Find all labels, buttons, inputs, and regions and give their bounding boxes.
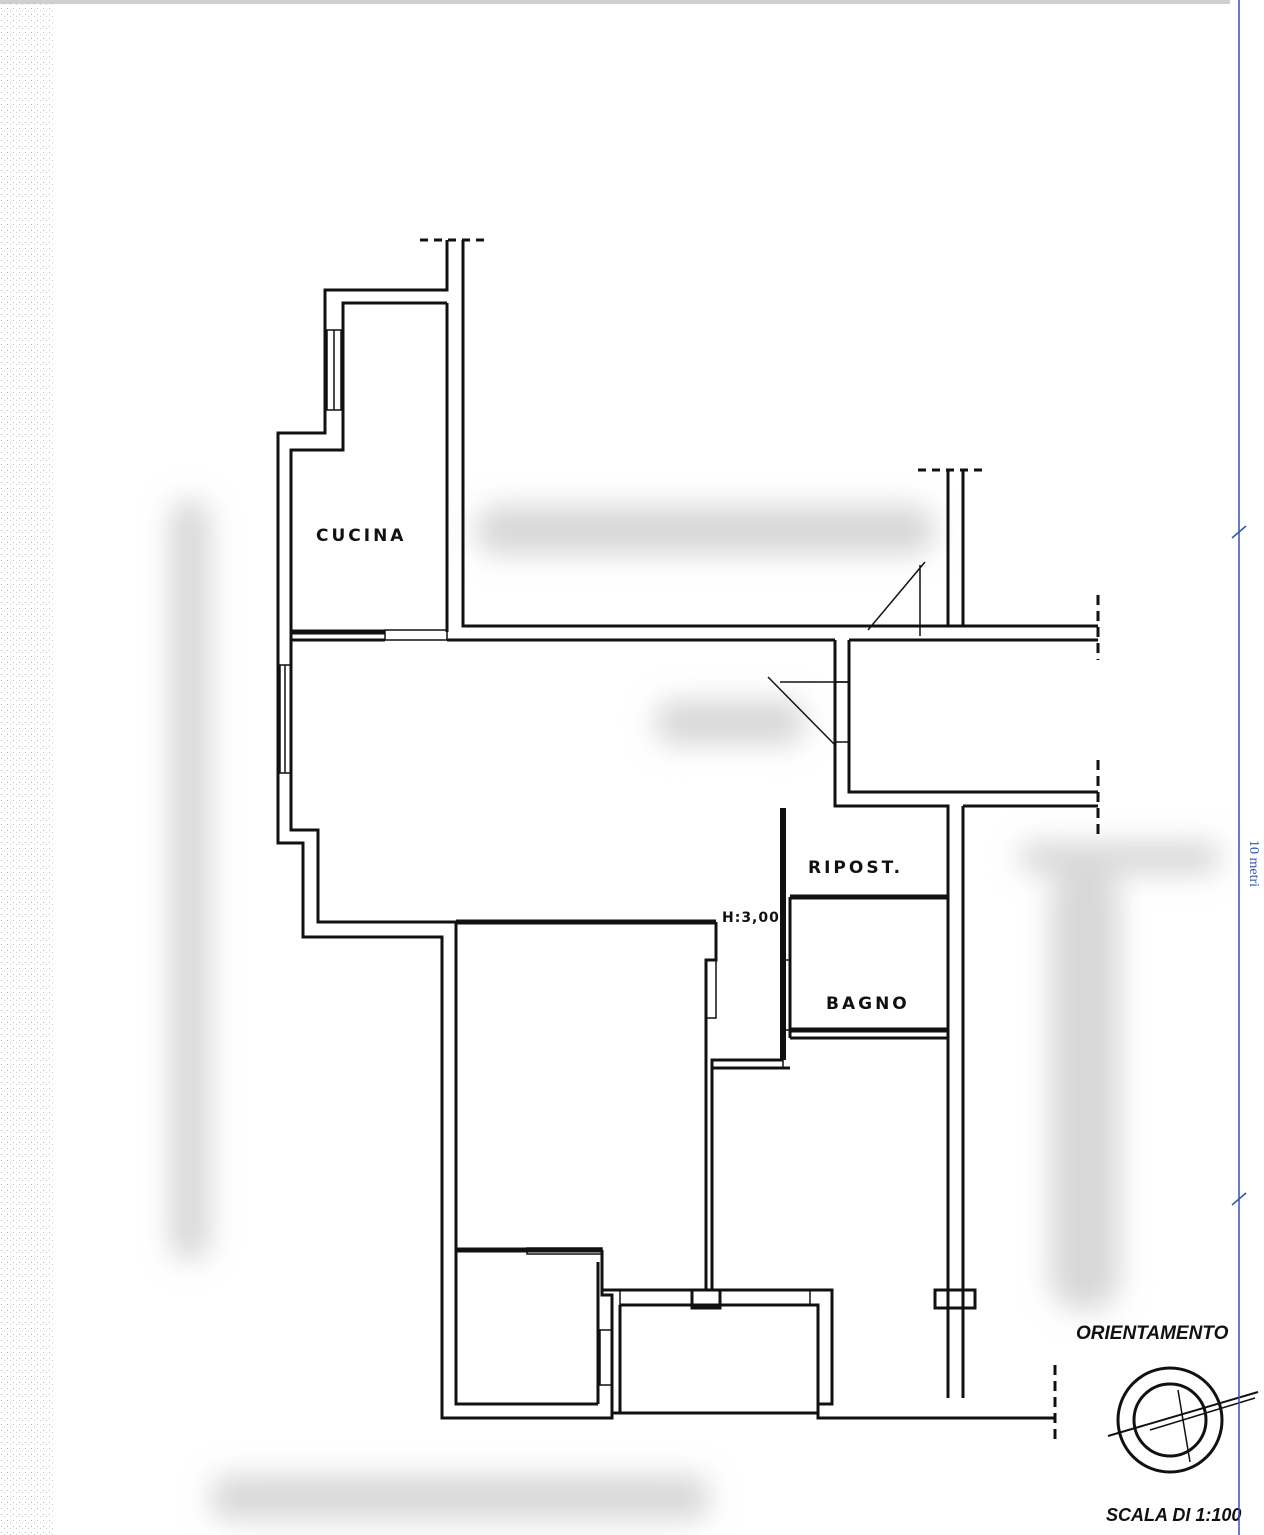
room-label-kitchen: CUCINA xyxy=(316,526,406,546)
scale-ruler xyxy=(1231,0,1247,1535)
windows xyxy=(279,329,811,1386)
compass-icon xyxy=(1107,1366,1259,1474)
doors xyxy=(767,561,926,746)
room-label-bathroom: BAGNO xyxy=(826,994,910,1014)
scan-noise-top xyxy=(0,0,1230,4)
ruler-label: 10 metri xyxy=(1246,840,1261,887)
room-label-storage: RIPOST. xyxy=(808,858,903,878)
wall-kitchen-west-inner2 xyxy=(289,301,598,1406)
orientation-title: ORIENTAMENTO xyxy=(1076,1323,1229,1344)
scale-label: SCALA DI 1:100 xyxy=(1106,1505,1241,1525)
redactions xyxy=(170,500,1220,1520)
wall-kitchen-west-outer xyxy=(276,240,1055,1420)
wall-kitchen-west-inner xyxy=(461,240,1098,628)
walls xyxy=(276,238,1100,1445)
scan-noise-left xyxy=(0,0,55,1535)
height-note: H:3,00 xyxy=(722,910,780,926)
